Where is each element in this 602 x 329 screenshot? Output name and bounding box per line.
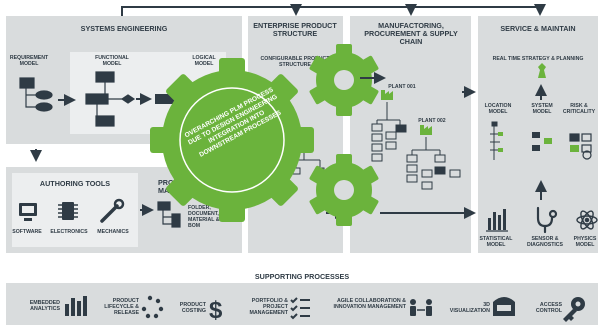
configurable-product-structure-label: CONFIGURABLE PRODUCT STRUCTURE — [260, 56, 330, 68]
key-icon — [563, 297, 585, 322]
system-model-label: SYSTEM MODEL — [531, 103, 553, 115]
functional-model-label: FUNCTIONAL MODEL — [95, 55, 129, 67]
checklist-icon — [290, 297, 310, 320]
support-agile-collaboration-label: AGILE COLLABORATION & INNOVATION MANAGEM… — [333, 298, 407, 310]
authoring-tools-title: AUTHORING TOOLS — [39, 179, 111, 188]
authoring-mechanics-label: MECHANICS — [97, 229, 129, 235]
svg-text:$: $ — [209, 297, 223, 324]
statistical-model-icon — [486, 209, 508, 232]
vr-headset-icon — [493, 297, 515, 316]
statistical-model-label: STATISTICAL MODEL — [479, 236, 513, 248]
authoring-software-label: SOFTWARE — [12, 229, 42, 235]
functional-model-icon — [85, 71, 136, 127]
plant-001-tree — [371, 102, 407, 162]
support-portfolio-project-label: PORTFOLIO & PROJECT MANAGEMENT — [249, 298, 288, 316]
product-folder-label: FOLDER, DOCUMENT, MATERIAL & E-BOM — [188, 205, 227, 229]
dollar-icon: $ — [209, 297, 223, 324]
large-gear-icon — [150, 58, 314, 222]
stethoscope-icon — [536, 206, 558, 234]
plant-002-factory-icon — [420, 125, 432, 135]
manufacturing-title: MANUFACTORING, PROCUREMENT & SUPPLY CHAI… — [364, 21, 458, 46]
system-model-icon — [532, 132, 552, 151]
requirement-model-label: REQUIREMENT MODEL — [9, 55, 49, 67]
plant-002-label: PLANT 002 — [418, 118, 446, 124]
sensor-diagnostics-label: SENSOR & DIAGNOSTICS — [526, 236, 564, 248]
physics-model-label: PHYSICS MODEL — [573, 236, 597, 248]
logical-model-label: LOGICAL MODEL — [192, 55, 216, 67]
plant-002-tree — [406, 137, 461, 190]
collaboration-icon — [410, 299, 432, 316]
risk-criticality-label: RISK & CRITICALITY — [562, 103, 596, 115]
location-model-label: LOCATION MODEL — [484, 103, 512, 115]
folder-hierarchy-icon — [157, 201, 181, 228]
enterprise-product-structure-title: ENTERPRISE PRODUCT STRUCTURE — [253, 21, 337, 38]
electronics-icon — [58, 202, 78, 220]
support-embedded-analytics-label: EMBEDDED ANALYTICS — [29, 300, 60, 312]
plant-001-label: PLANT 001 — [388, 84, 416, 90]
bar-chart-icon — [65, 296, 87, 316]
risk-criticality-icon — [569, 133, 592, 160]
logical-model-icon — [155, 94, 175, 104]
support-product-costing-label: PRODUCT COSTING — [179, 302, 206, 314]
service-maintain-title: SERVICE & MAINTAIN — [500, 24, 576, 33]
real-time-strategy-label: REAL TIME STRATEGY & PLANNING — [492, 56, 584, 62]
plant-001-factory-icon — [381, 90, 393, 100]
top-connector-arrows — [121, 4, 546, 16]
support-access-control-label: ACCESS CONTROL — [535, 302, 562, 314]
support-product-lifecycle-label: PRODUCT LIFECYCLE & RELEASE — [104, 298, 139, 316]
requirement-model-icon — [19, 77, 53, 112]
mechanics-wrench-icon — [100, 198, 125, 223]
real-time-chess-icon — [538, 63, 546, 78]
location-model-icon — [490, 121, 503, 160]
supporting-processes-title: SUPPORTING PROCESSES — [254, 272, 350, 281]
systems-engineering-title: SYSTEMS ENGINEERING — [80, 24, 168, 33]
support-3d-visualization-label: 3D VISUALIZATION — [449, 302, 490, 314]
authoring-electronics-label: ELECTRONICS — [50, 229, 88, 235]
small-gear-top-icon — [309, 44, 379, 116]
physics-atom-icon — [576, 210, 598, 230]
software-icon — [19, 203, 37, 221]
small-gear-bottom-icon — [309, 154, 379, 226]
lifecycle-dots-icon — [141, 295, 164, 319]
